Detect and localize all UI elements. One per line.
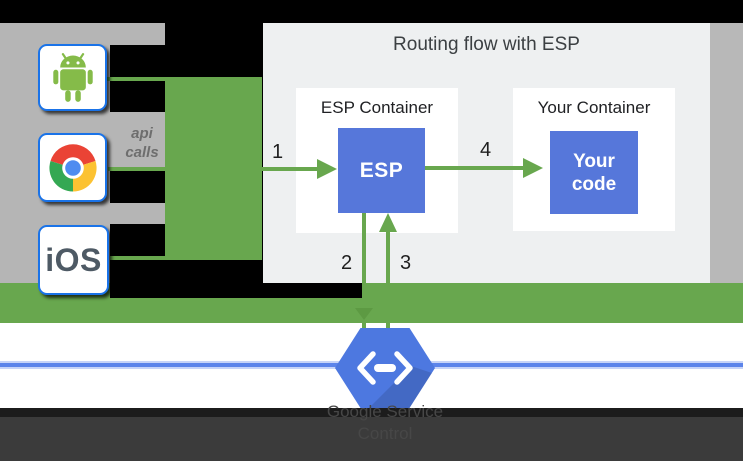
android-icon: [52, 52, 93, 102]
arrow-4-shaft: [425, 166, 524, 170]
panel-title: Routing flow with ESP: [393, 34, 580, 55]
api-flow-bar: [165, 77, 262, 260]
arrow-3-shaft: [386, 231, 390, 332]
chrome-client-box: [38, 133, 107, 202]
ios-connector-line: [110, 256, 165, 260]
esp-box-label: ESP: [359, 158, 404, 182]
background-cutout: [110, 45, 165, 77]
google-service-label: Google Service Control: [285, 401, 485, 445]
right-gray-column: [710, 23, 743, 283]
background-cutout: [110, 81, 165, 112]
footer-dark-stripe: [0, 408, 743, 417]
background-cutout: [110, 283, 365, 298]
android-client-box: [38, 44, 107, 111]
background-cutout: [110, 171, 165, 203]
arrow-4-head: [523, 158, 543, 178]
background-cutout: [110, 260, 165, 283]
footer-dark-band: [0, 417, 743, 461]
google-service-label-line2: Control: [357, 424, 413, 443]
background-cutout: [110, 224, 165, 257]
step-3-label: 3: [400, 252, 412, 274]
top-black-band: [0, 0, 743, 23]
arrow-3-head: [379, 213, 397, 232]
your-code-label: Your code: [571, 150, 617, 195]
android-connector-line: [107, 77, 165, 81]
ios-client-box: iOS: [38, 225, 109, 295]
step-4-label: 4: [480, 139, 492, 161]
step-1-label: 1: [272, 141, 284, 163]
arrow-2-head: [355, 308, 373, 320]
arrow-1-shaft: [262, 167, 318, 171]
arrow-2-shaft: [362, 213, 366, 332]
chrome-connector-line: [108, 167, 165, 171]
your-code-box: Your code: [550, 131, 638, 214]
step-2-label: 2: [341, 252, 353, 274]
esp-container-label: ESP Container: [320, 98, 434, 117]
google-service-label-line1: Google Service: [326, 402, 444, 421]
esp-box: ESP: [338, 128, 425, 213]
arrow-1-head: [317, 159, 337, 179]
ios-wordmark: iOS: [45, 241, 102, 278]
your-container-label: Your Container: [537, 98, 651, 117]
chrome-icon: [48, 143, 97, 192]
api-calls-label: api calls: [125, 125, 159, 161]
cloud-endpoints-hexagon-icon: [335, 328, 435, 408]
